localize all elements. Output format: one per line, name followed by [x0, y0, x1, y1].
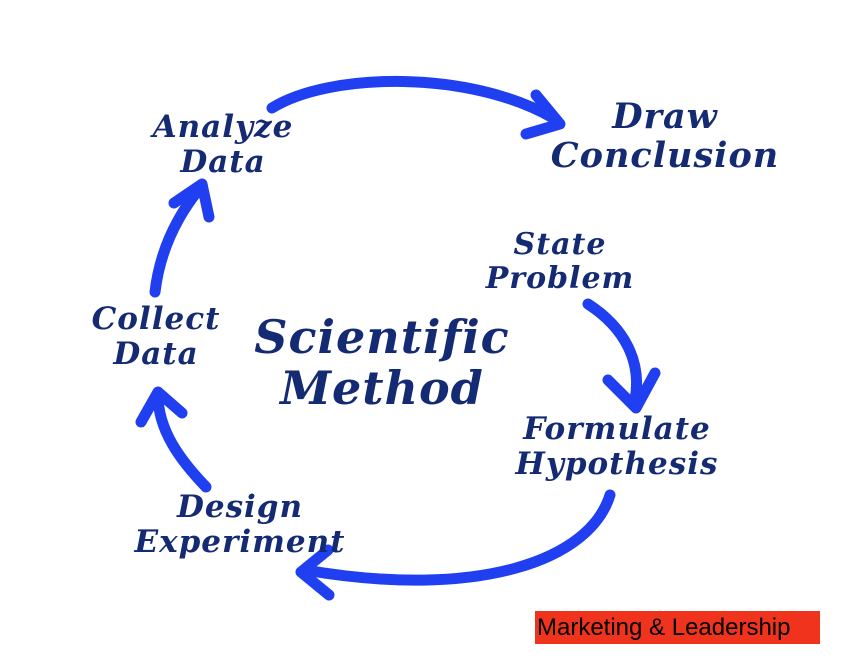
- step-state-problem: State Problem: [470, 228, 650, 295]
- step-draw-conclusion-line1: Draw: [612, 96, 718, 137]
- step-analyze-data-line2: Data: [180, 143, 266, 180]
- step-collect-data: Collect Data: [76, 302, 236, 371]
- arrowhead-experiment: [295, 544, 335, 601]
- arrow-hypothesis-to-experiment: [299, 489, 616, 586]
- arrowhead-collect: [135, 386, 188, 428]
- step-analyze-data: Analyze Data: [138, 110, 308, 179]
- step-design-experiment-line1: Design: [176, 489, 304, 525]
- step-state-problem-line1: State: [513, 227, 607, 262]
- step-design-experiment: Design Experiment: [120, 490, 360, 559]
- step-draw-conclusion: Draw Conclusion: [540, 96, 790, 177]
- arrowhead-analyze: [168, 178, 215, 223]
- diagram-title: Scientific Method: [232, 312, 532, 413]
- arrow-problem-to-hypothesis: [582, 298, 642, 406]
- brand-badge: Marketing & Leadership: [535, 611, 820, 644]
- diagram-title-line2: Method: [280, 360, 484, 415]
- step-analyze-data-line1: Analyze: [152, 109, 294, 145]
- diagram-title-line1: Scientific: [254, 310, 510, 364]
- step-design-experiment-line2: Experiment: [134, 523, 346, 560]
- step-formulate-hypothesis: Formulate Hypothesis: [507, 412, 727, 481]
- arrowhead-hypothesis: [602, 367, 661, 414]
- step-draw-conclusion-line2: Conclusion: [550, 135, 780, 177]
- step-collect-data-line2: Data: [113, 335, 199, 372]
- arrow-collect-to-analyze: [149, 182, 206, 298]
- step-collect-data-line1: Collect: [91, 301, 221, 337]
- step-formulate-hypothesis-line1: Formulate: [523, 411, 711, 447]
- step-formulate-hypothesis-line2: Hypothesis: [515, 445, 719, 482]
- arrow-analyze-to-conclusion: [266, 76, 559, 124]
- step-state-problem-line2: Problem: [485, 260, 635, 296]
- arrow-experiment-to-collect: [152, 389, 212, 493]
- arrowhead-conclusion: [520, 89, 566, 140]
